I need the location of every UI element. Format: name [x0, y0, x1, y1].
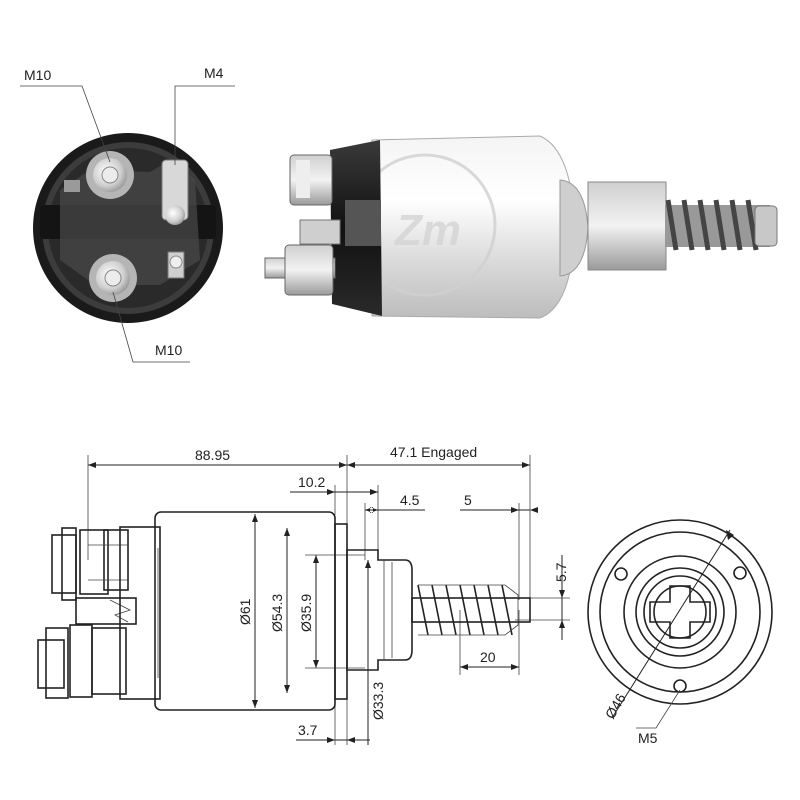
- mount-hole-left: [614, 567, 628, 581]
- drawing-spring: [411, 584, 531, 636]
- plunger-hub: [587, 181, 667, 271]
- drawing-cap: [119, 526, 161, 700]
- dim-bolt-circle-46: Ø46: [602, 690, 629, 721]
- dim-5: 5: [464, 492, 472, 508]
- drawing-end-view: Ø46 M5: [587, 519, 773, 746]
- end-outer-circle: [587, 519, 773, 705]
- svg-text:Zm: Zm: [393, 206, 461, 255]
- lower-stud-nut: [284, 244, 334, 296]
- dim-diameter-35-9: Ø35.9: [298, 594, 314, 632]
- dim-3-7: 3.7: [298, 722, 318, 738]
- dim-diameter-33-3: Ø33.3: [370, 682, 386, 720]
- dim-20: 20: [480, 649, 496, 665]
- dim-10-2: 10.2: [298, 474, 325, 490]
- dim-overall-length: 88.95: [195, 447, 230, 463]
- drawing-hub: [346, 549, 413, 671]
- plunger-spring: [665, 199, 778, 251]
- dim-diameter-54-3: Ø54.3: [269, 594, 285, 632]
- mount-hole-bottom: [673, 679, 687, 693]
- dim-engaged: 47.1 Engaged: [390, 444, 477, 460]
- label-bottom-m10: M10: [155, 342, 182, 358]
- label-m4: M4: [204, 65, 224, 81]
- dim-5-7: 5.7: [553, 562, 569, 582]
- end-cross-key: [649, 585, 711, 639]
- photo-end-view: M10 M4 M10: [20, 65, 235, 363]
- dim-4-5: 4.5: [400, 492, 420, 508]
- drawing-side-view: 88.95 47.1 Engaged 10.2 4.5 5 5.7 20 3.7: [37, 444, 570, 745]
- drawing-flange: [334, 523, 348, 700]
- drawing-terminals: [37, 527, 137, 699]
- label-top-m10: M10: [24, 67, 51, 83]
- photo-side-view: Zm: [264, 135, 778, 319]
- mount-hole-right: [733, 566, 747, 580]
- dim-diameter-61: Ø61: [237, 598, 253, 625]
- label-m5: M5: [638, 730, 658, 746]
